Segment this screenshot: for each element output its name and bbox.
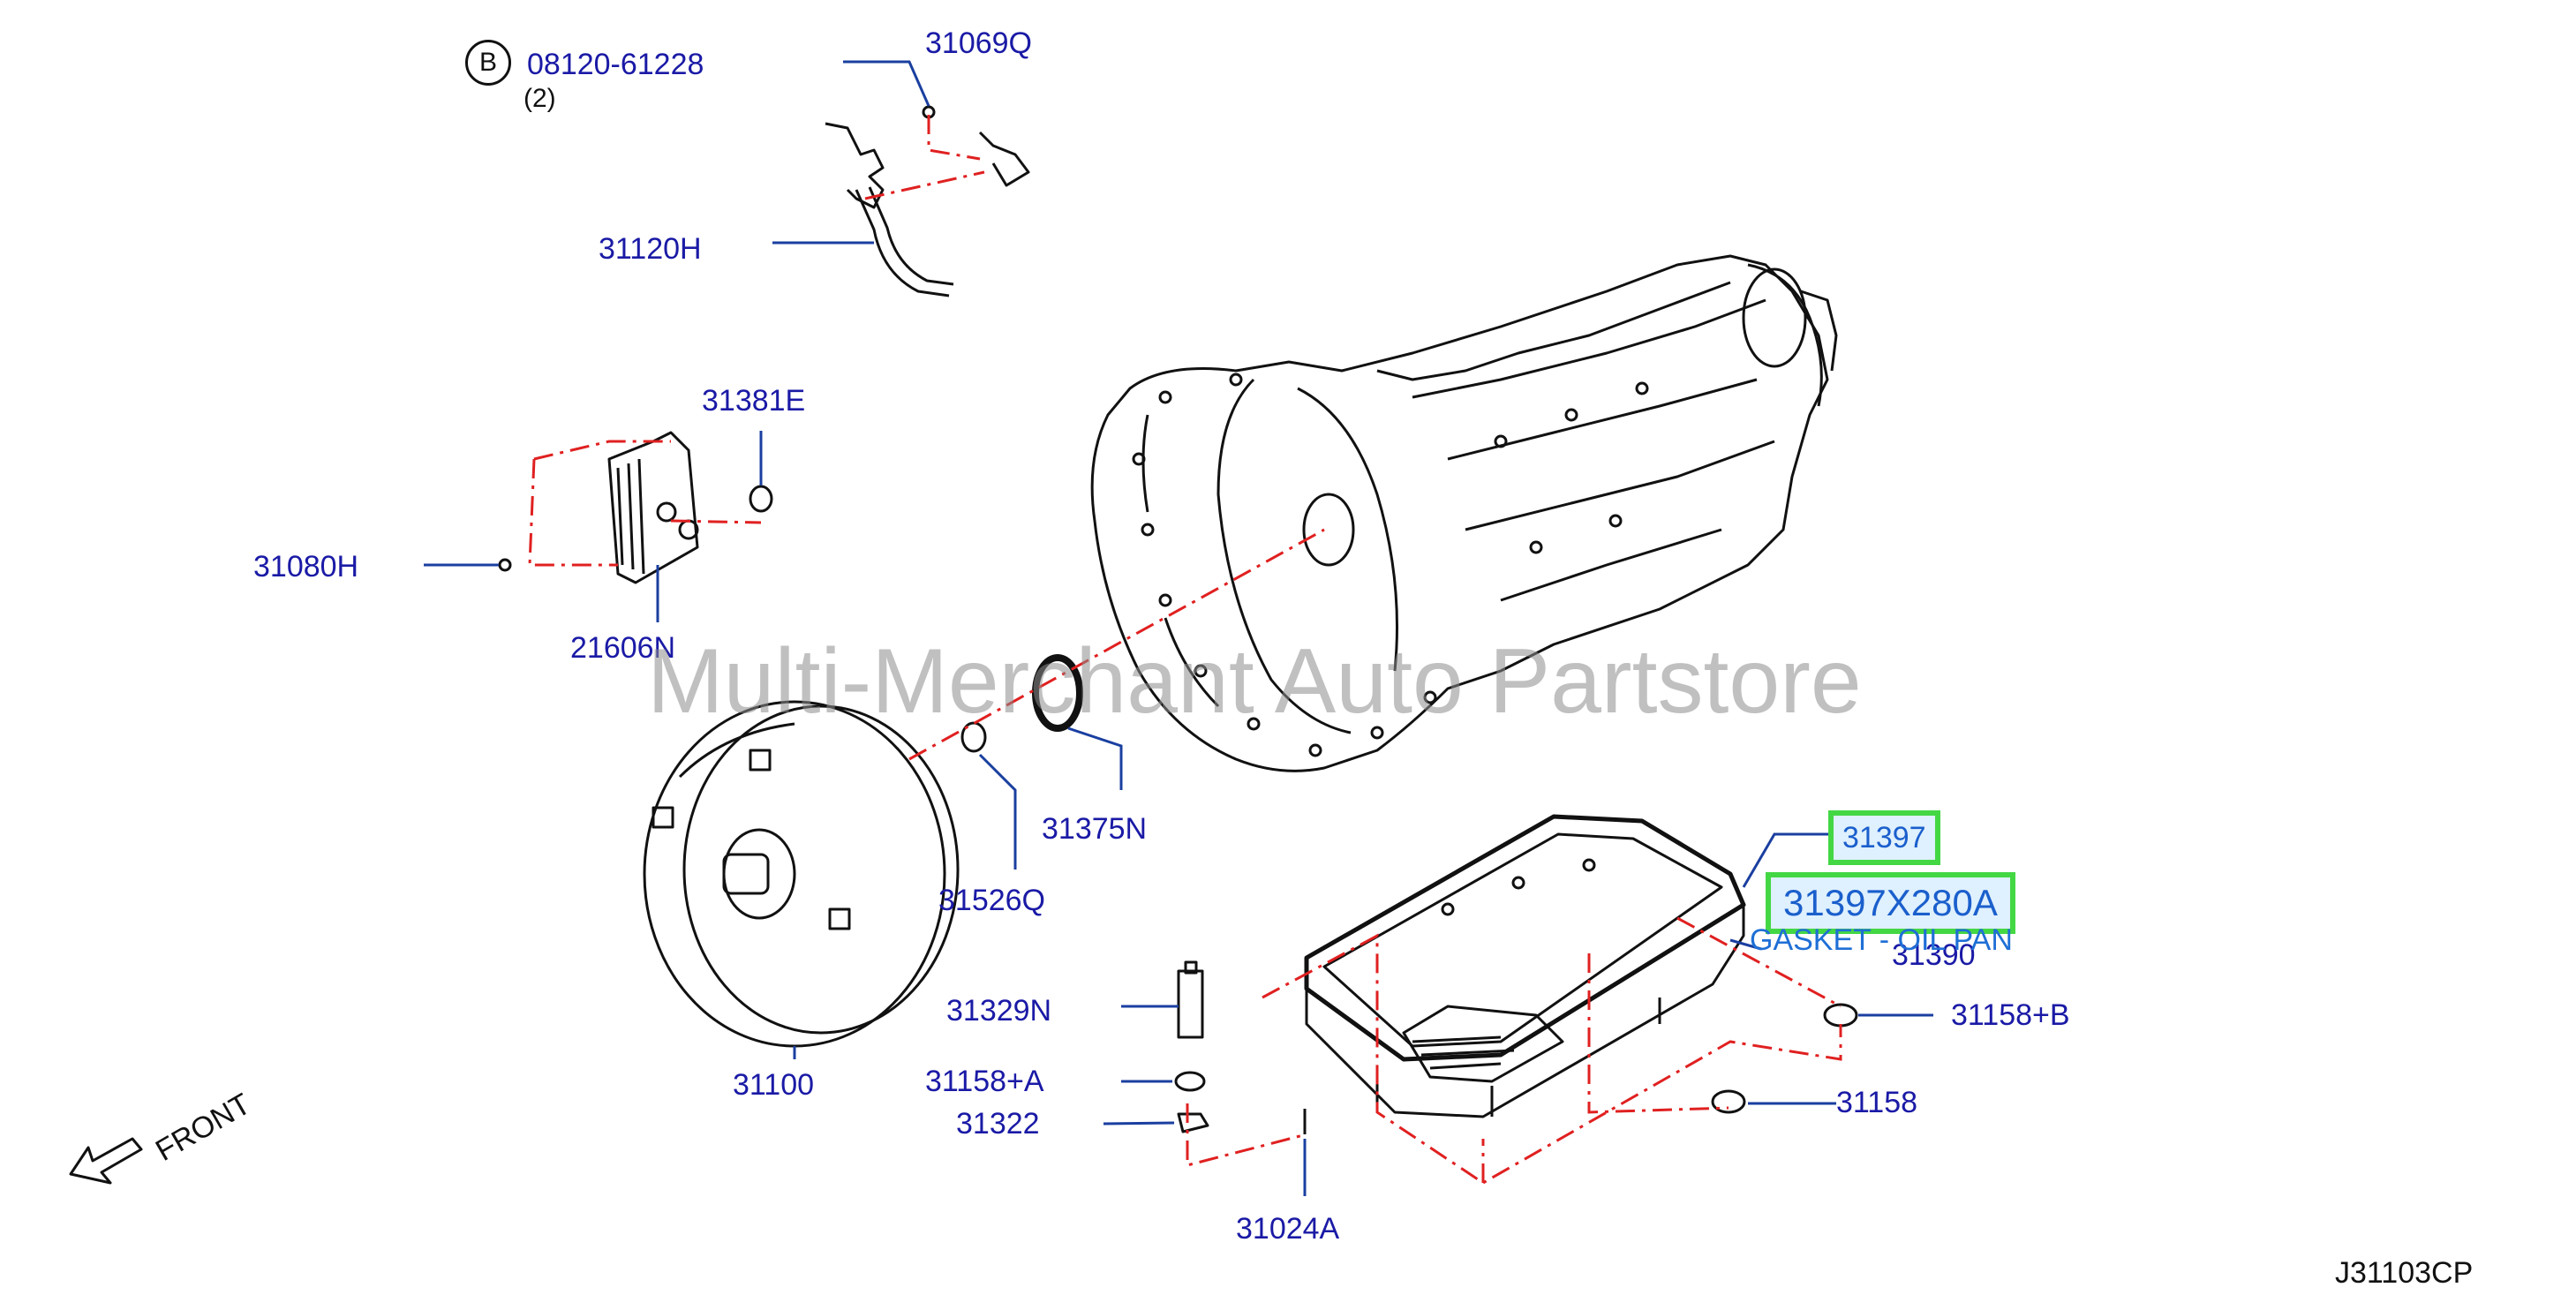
part-label-31069q[interactable]: 31069Q	[925, 26, 1032, 60]
part-label-31024a[interactable]: 31024A	[1236, 1212, 1340, 1246]
alignment-lines	[528, 115, 1842, 1185]
highlight-part-31397x280a[interactable]: 31397X280A	[1766, 872, 2015, 934]
part-label-31080h[interactable]: 31080H	[253, 550, 359, 583]
bolt-part-number[interactable]: 08120-61228	[527, 48, 704, 81]
watermark: Multi-Merchant Auto Partstore	[647, 630, 1862, 733]
part-label-21606n[interactable]: 21606N	[570, 631, 676, 665]
part-label-31381e[interactable]: 31381E	[702, 384, 806, 418]
part-label-31100[interactable]: 31100	[733, 1068, 815, 1102]
oil-cooler-drawing	[498, 431, 773, 584]
part-label-31158b[interactable]: 31158+B	[1951, 998, 2070, 1032]
part-description: GASKET - OIL PAN	[1750, 923, 2013, 957]
transmission-case-drawing	[1090, 254, 1838, 772]
part-label-31329n[interactable]: 31329N	[946, 994, 1052, 1028]
torque-converter-drawing	[643, 700, 960, 1048]
highlight-part-31397[interactable]: 31397	[1828, 810, 1940, 865]
leader-lines	[424, 60, 1933, 1196]
diagram-code: J31103CP	[2335, 1256, 2474, 1290]
sensor-hose-drawing	[825, 105, 1030, 297]
part-label-31526q[interactable]: 31526Q	[938, 884, 1045, 917]
front-seal-drawing	[1032, 654, 1083, 732]
part-label-31158[interactable]: 31158	[1836, 1086, 1918, 1119]
part-label-31322[interactable]: 31322	[956, 1107, 1040, 1141]
part-label-31390[interactable]: 31390	[1892, 938, 1976, 972]
part-label-31120h[interactable]: 31120H	[599, 232, 702, 266]
bolt-reference-icon: B	[465, 40, 511, 86]
front-arrow-icon	[69, 1137, 143, 1185]
part-label-31158a[interactable]: 31158+A	[925, 1065, 1044, 1098]
oil-pan-drawing	[1304, 814, 1746, 1118]
o-ring-drawing	[960, 721, 987, 753]
bolt-quantity: (2)	[523, 84, 556, 113]
part-label-31375n[interactable]: 31375N	[1042, 812, 1148, 846]
